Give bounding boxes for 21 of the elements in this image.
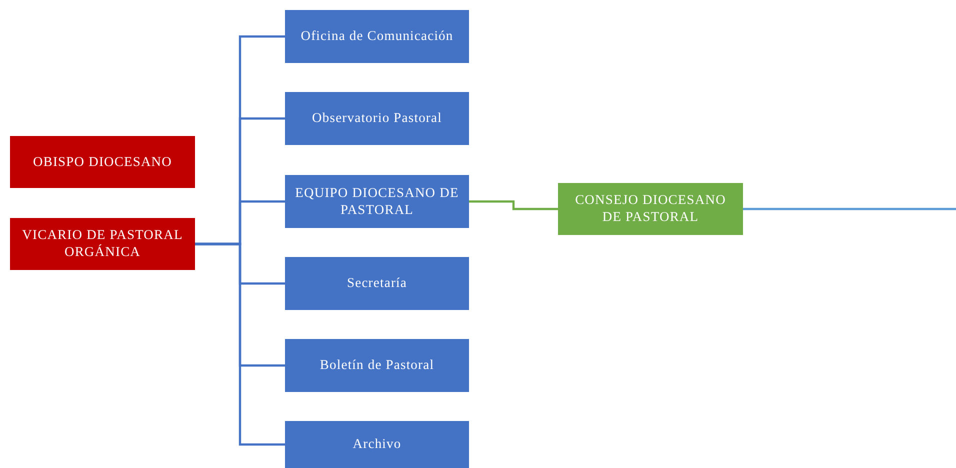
department-box <box>285 339 469 392</box>
department-box <box>285 92 469 145</box>
box-label: Boletín de Pastoral <box>320 357 434 374</box>
connector-line <box>743 208 956 210</box>
department-box <box>285 10 469 63</box>
title-box <box>10 136 195 188</box>
department-box <box>285 421 469 468</box>
box-label: CONSEJO DIOCESANO DE PASTORAL <box>574 192 727 226</box>
box-label: Secretaría <box>347 275 407 292</box>
title-box <box>10 218 195 270</box>
department-box <box>285 175 469 228</box>
box-label: VICARIO DE PASTORAL ORGÁNICA <box>21 227 184 261</box>
department-box <box>285 257 469 310</box>
box-label: EQUIPO DIOCESANO DE PASTORAL <box>294 184 460 218</box>
box-label: Observatorio Pastoral <box>312 110 442 127</box>
council-box <box>558 183 743 235</box>
box-label: OBISPO DIOCESANO <box>33 154 172 170</box>
box-label: Archivo <box>352 436 402 453</box>
connector-line <box>469 200 558 210</box>
box-label: Oficina de Comunicación <box>300 28 454 45</box>
connector-line <box>195 242 285 446</box>
